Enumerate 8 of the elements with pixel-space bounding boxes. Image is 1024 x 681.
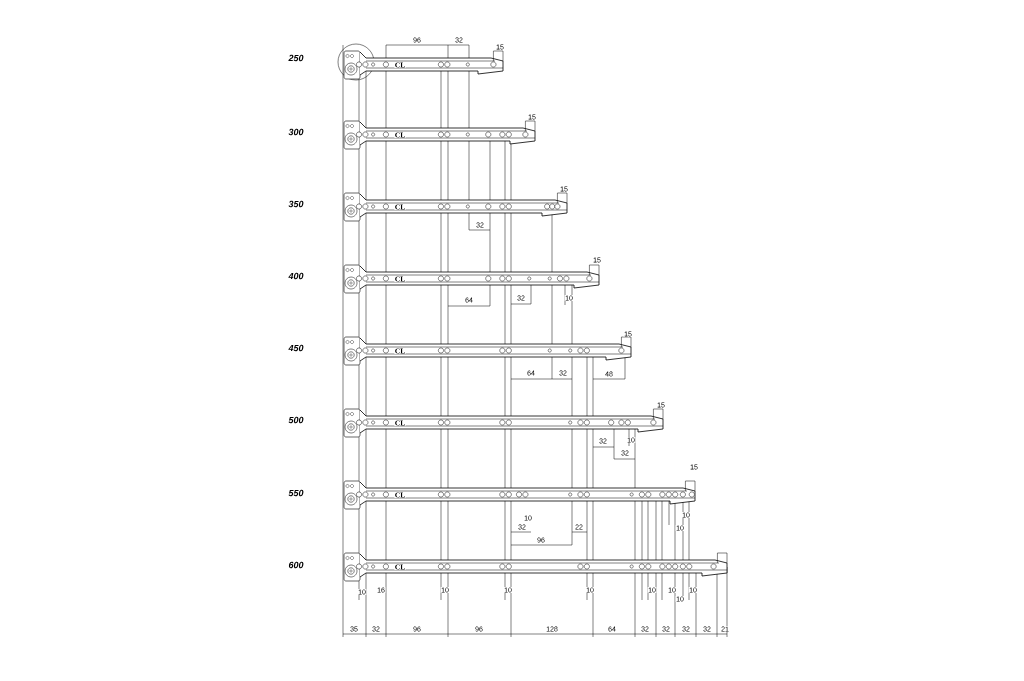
length-label: 500 (288, 416, 304, 424)
length-label: 350 (288, 200, 304, 208)
length-label: 450 (288, 344, 304, 352)
length-label: 400 (288, 272, 304, 280)
length-label: 300 (288, 128, 304, 136)
length-label: 250 (288, 54, 304, 62)
length-label: 600 (288, 561, 304, 569)
length-label: 550 (288, 489, 304, 497)
